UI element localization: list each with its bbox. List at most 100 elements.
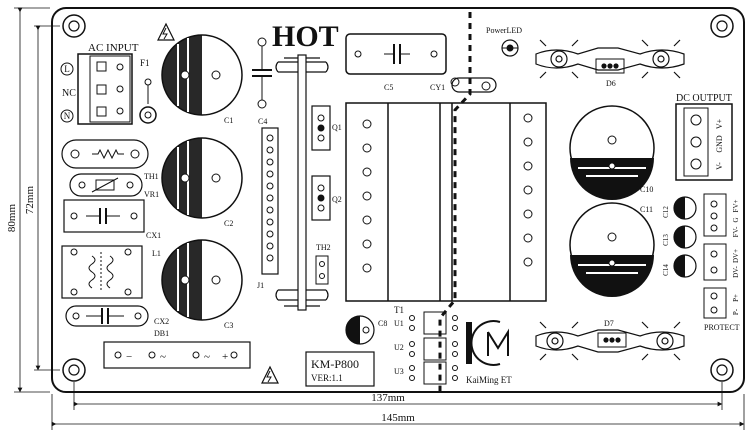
dim-height-outer: 80mm xyxy=(6,204,18,233)
svg-text:G: G xyxy=(732,217,740,222)
side-connectors: FV+ G FV- DV+ DV- P+ P- PROTECT xyxy=(703,193,740,332)
svg-text:N: N xyxy=(64,111,71,121)
svg-text:C14: C14 xyxy=(662,264,670,276)
diode-d6: D6 xyxy=(535,39,685,88)
svg-text:J1: J1 xyxy=(257,281,264,290)
brand-label: KaiMing ET xyxy=(466,375,512,385)
svg-text:D7: D7 xyxy=(604,319,614,328)
svg-text:CY1: CY1 xyxy=(430,83,445,92)
svg-text:C2: C2 xyxy=(224,219,233,228)
model-label-box: KM-P800 VER:1.1 xyxy=(305,351,375,387)
transistor-q1: Q1 xyxy=(311,105,342,151)
svg-text:Q2: Q2 xyxy=(332,195,342,204)
svg-text:−: − xyxy=(126,351,132,363)
ac-terminal-l: L xyxy=(60,62,74,76)
ic-u2: U2 xyxy=(394,337,458,361)
varistor-vr1: VR1 xyxy=(69,173,159,199)
dim-width-inner: 137mm xyxy=(371,392,405,404)
inductor-l1: L1 xyxy=(61,245,161,299)
warning-triangle-bottom-icon xyxy=(261,365,279,384)
svg-text:PowerLED: PowerLED xyxy=(486,26,522,35)
svg-text:GND: GND xyxy=(715,135,724,153)
ic-u3: U3 xyxy=(394,361,458,385)
svg-text:CX1: CX1 xyxy=(146,231,161,240)
svg-text:CX2: CX2 xyxy=(154,317,169,326)
power-led: PowerLED xyxy=(486,26,522,57)
primary-heatsink xyxy=(275,54,329,311)
svg-text:C3: C3 xyxy=(224,321,233,330)
svg-text:D6: D6 xyxy=(606,79,616,88)
svg-text:DV-: DV- xyxy=(732,265,740,277)
capacitor-c3: C3 xyxy=(161,239,243,330)
connector-j1: J1 xyxy=(257,127,279,290)
isolation-boundary xyxy=(438,12,472,392)
dim-width-outer: 145mm xyxy=(381,412,415,424)
svg-text:C11: C11 xyxy=(640,205,653,214)
capacitor-c11: C11 xyxy=(569,202,655,297)
svg-text:F1: F1 xyxy=(140,58,150,68)
svg-text:PROTECT: PROTECT xyxy=(704,323,740,332)
svg-text:P-: P- xyxy=(732,308,740,315)
mounting-hole-tl xyxy=(62,14,86,38)
svg-text:U3: U3 xyxy=(394,367,404,376)
svg-text:VER:1.1: VER:1.1 xyxy=(311,373,343,383)
capacitor-cx2: CX2 xyxy=(65,305,169,327)
dc-output-block: DC OUTPUT V+ GND V- xyxy=(675,93,733,181)
capacitor-c8: C8 xyxy=(345,315,387,345)
capacitor-cx1: CX1 xyxy=(63,199,161,240)
svg-text:C8: C8 xyxy=(378,319,387,328)
ac-terminal-screws xyxy=(96,61,124,117)
warning-triangle-top-icon xyxy=(157,22,175,41)
svg-text:FV-: FV- xyxy=(732,226,740,237)
mounting-hole-bl xyxy=(62,358,86,382)
svg-text:C12: C12 xyxy=(662,206,670,218)
board-outline xyxy=(51,7,745,393)
mounting-holes xyxy=(62,14,734,382)
svg-text:C1: C1 xyxy=(224,116,233,125)
capacitor-c1: C1 xyxy=(161,34,243,125)
fuse-f1: F1 xyxy=(139,58,157,124)
capacitor-c2: C2 xyxy=(161,137,243,228)
svg-text:V-: V- xyxy=(715,162,724,170)
svg-text:TH1: TH1 xyxy=(144,172,159,181)
svg-text:C13: C13 xyxy=(662,234,670,246)
svg-text:C5: C5 xyxy=(384,83,393,92)
t1-left-pins xyxy=(362,119,372,273)
capacitor-c4: C4 xyxy=(252,37,272,126)
j1-pins xyxy=(266,134,274,262)
t1-right-pins xyxy=(523,113,533,267)
svg-text:KM-P800: KM-P800 xyxy=(311,357,359,371)
svg-text:DC OUTPUT: DC OUTPUT xyxy=(676,93,732,104)
brand-logo-icon xyxy=(466,320,509,366)
bridge-rectifier-db1: DB1 − ~ ~ + xyxy=(103,329,251,369)
capacitor-c5: C5 xyxy=(345,33,447,92)
svg-text:TH2: TH2 xyxy=(316,243,331,252)
dimension-lines xyxy=(14,7,745,430)
svg-text:DB1: DB1 xyxy=(154,329,169,338)
ac-input-block: AC INPUT L NC N xyxy=(60,42,139,125)
svg-text:L: L xyxy=(64,64,70,74)
thermistor-th1: TH1 xyxy=(61,139,159,181)
svg-text:VR1: VR1 xyxy=(144,190,159,199)
mounting-hole-br xyxy=(710,358,734,382)
svg-text:~: ~ xyxy=(160,351,166,363)
diode-d7: D7 xyxy=(535,319,685,361)
mounting-hole-tr xyxy=(710,14,734,38)
svg-text:L1: L1 xyxy=(152,249,161,258)
hot-label: HOT xyxy=(272,20,339,53)
svg-text:~: ~ xyxy=(204,351,210,363)
ic-u1: U1 xyxy=(394,311,458,335)
ac-terminal-nc: NC xyxy=(62,88,76,99)
capacitor-c10: C10 xyxy=(569,105,655,200)
svg-text:P+: P+ xyxy=(732,294,740,302)
transformer-t1: T1 xyxy=(345,102,547,315)
svg-text:C10: C10 xyxy=(640,185,653,194)
capacitor-cy1: CY1 xyxy=(430,77,497,93)
capacitor-c13: C13 xyxy=(662,225,697,249)
ac-terminal-n: N xyxy=(60,109,74,123)
svg-text:U2: U2 xyxy=(394,343,404,352)
dim-height-inner: 72mm xyxy=(24,186,36,215)
svg-text:T1: T1 xyxy=(394,305,404,315)
transistor-q2: Q2 xyxy=(311,175,342,221)
